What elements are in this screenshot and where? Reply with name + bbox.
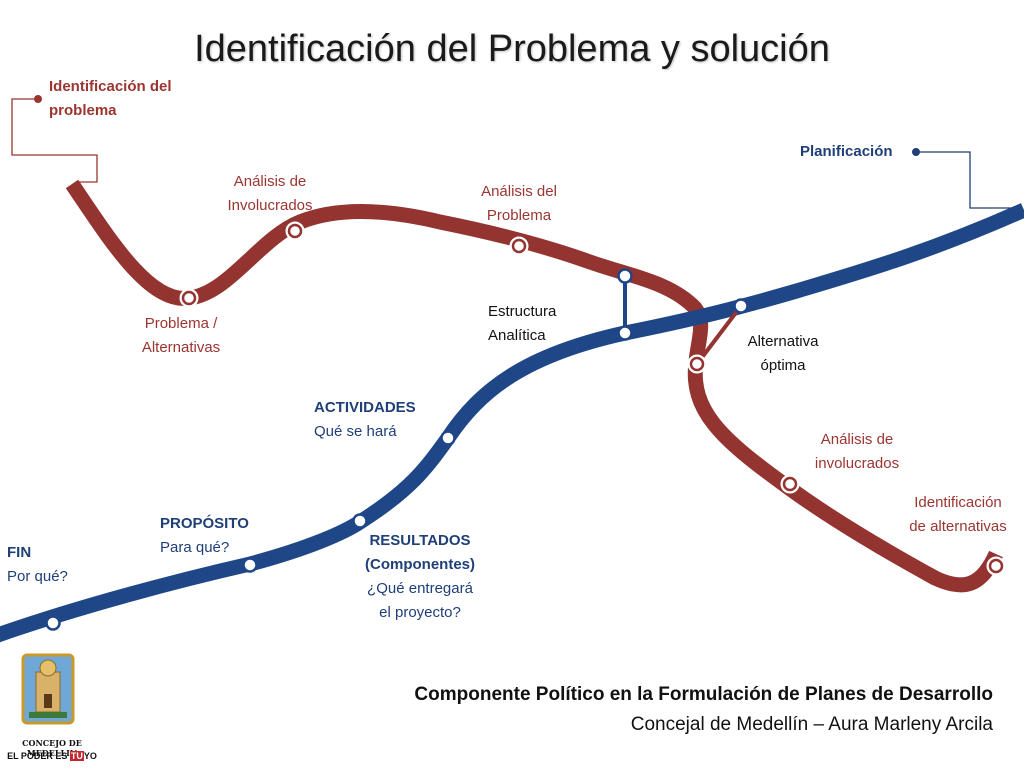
label-line: Identificación — [914, 494, 1002, 511]
footer-title: Componente Político en la Formulación de… — [414, 684, 993, 705]
label-line: Análisis del — [481, 183, 557, 200]
station-ring — [181, 290, 197, 306]
label-line: problema — [49, 102, 117, 119]
problem-route-line — [65, 179, 1003, 593]
station-alternativa-blue — [733, 298, 749, 314]
label-sub: Para qué? — [160, 539, 230, 556]
label-analisis-involucrados: Análisis de Involucrados — [210, 170, 330, 218]
ident-problema-connector — [11, 98, 98, 183]
label-planificacion: Planificación — [800, 143, 893, 160]
label-estructura-analitica: Estructura Analítica — [488, 300, 556, 348]
coat-of-arms-icon — [21, 653, 75, 725]
station-ring — [689, 356, 705, 372]
label-head: (Componentes) — [365, 556, 475, 573]
station-ring — [511, 238, 527, 254]
label-line: Análisis de — [820, 431, 894, 448]
label-analisis-problema: Análisis del Problema — [459, 180, 579, 228]
solution-route-line — [0, 203, 1024, 643]
label-line: Análisis de — [233, 173, 307, 190]
label-sub: Qué se hará — [314, 423, 397, 440]
label-line: Identificación del — [49, 78, 172, 95]
logo-text-highlight: TU — [69, 751, 84, 761]
page-title: Identificación del Problema y solución — [194, 28, 830, 70]
label-line: involucrados — [814, 455, 900, 472]
label-analisis-involucrados-2: Análisis de involucrados — [797, 428, 917, 476]
label-sub: Por qué? — [7, 568, 68, 585]
label-line: Estructura — [488, 303, 557, 320]
label-sub: el proyecto? — [379, 604, 461, 621]
label-line: Alternativa — [747, 333, 819, 350]
label-line: Problema — [486, 207, 552, 224]
label-problema-alternativas: Problema / Alternativas — [121, 312, 241, 360]
logo-text-concejo: CONCEJO DE MEDELLIN — [22, 738, 82, 758]
label-head: PROPÓSITO — [160, 515, 249, 532]
station-ring — [988, 558, 1004, 574]
label-fin: FIN Por qué? — [7, 541, 68, 589]
label-identificacion-alternativas: Identificación de alternativas — [893, 491, 1023, 539]
station-proposito — [242, 557, 258, 573]
logo-text-part: YO — [83, 751, 97, 761]
concejo-logo: CONCEJO DE MEDELLIN EL PODER ES TUYO — [0, 650, 104, 768]
planificacion-dot — [912, 148, 920, 156]
station-actividades — [440, 430, 456, 446]
label-ident-problema: Identificación del problema — [49, 75, 172, 123]
label-alternativa-optima: Alternativa óptima — [728, 330, 838, 378]
station-resultados — [352, 513, 368, 529]
label-actividades: ACTIVIDADES Qué se hará — [314, 396, 416, 444]
alternativa-link — [695, 304, 743, 366]
label-head: ACTIVIDADES — [314, 399, 416, 416]
label-line: Analítica — [488, 327, 546, 344]
ident-problema-dot — [34, 95, 42, 103]
station-fin — [45, 615, 61, 631]
station-estructura-blue — [617, 325, 633, 341]
label-resultados: RESULTADOS (Componentes) ¿Qué entregará … — [350, 529, 490, 625]
label-line: Problema / — [144, 315, 218, 332]
planificacion-connector — [916, 151, 1014, 209]
logo-text-poder: EL PODER ES TUYO — [0, 751, 104, 761]
label-line: de alternativas — [909, 518, 1007, 535]
station-estructura-red — [617, 268, 633, 284]
label-sub: ¿Qué entregará — [367, 580, 473, 597]
label-line: óptima — [760, 357, 806, 374]
station-ring — [287, 223, 303, 239]
label-line: Involucrados — [227, 197, 313, 214]
label-head: RESULTADOS — [369, 532, 471, 549]
label-proposito: PROPÓSITO Para qué? — [160, 512, 249, 560]
footer-author: Concejal de Medellín – Aura Marleny Arci… — [630, 714, 993, 735]
label-head: FIN — [7, 544, 32, 561]
label-line: Alternativas — [141, 339, 221, 356]
station-ring — [782, 476, 798, 492]
logo-text-part: EL PODER ES — [7, 751, 70, 761]
